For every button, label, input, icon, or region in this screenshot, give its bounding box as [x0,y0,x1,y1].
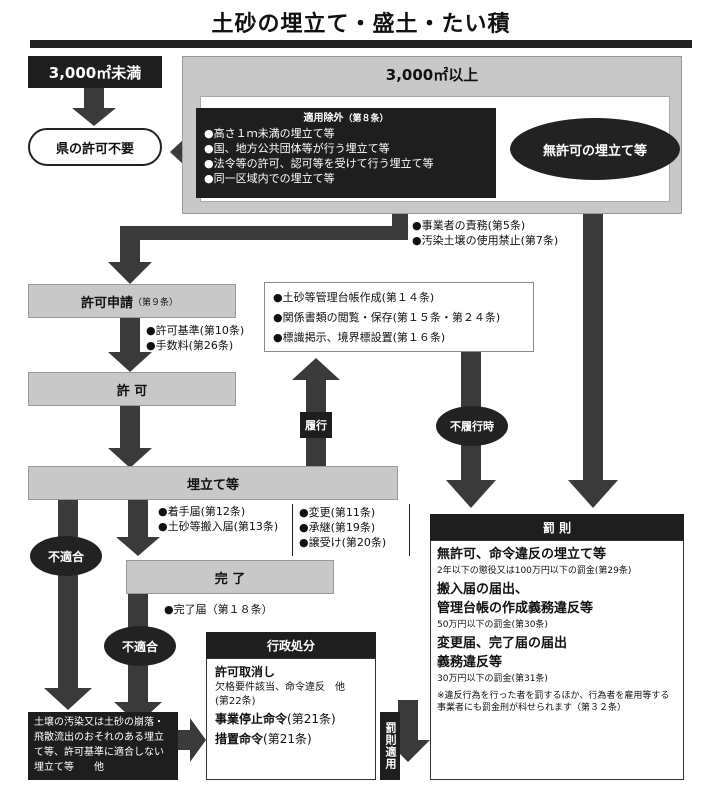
change-note: ●譲受け(第20条) [299,536,387,549]
exemption-item: ●国、地方公共団体等が行う埋立て等 [204,142,390,155]
application-ref: （第９条） [133,297,179,308]
application-note: ●許可基準(第10条) [146,324,245,337]
admin-measure-ref: (第21条) [263,732,312,746]
reclamation-box: 埋立て等 [28,466,398,500]
penalty-1-note: 2年以下の懲役又は100万円以下の罰金(第29条) [437,566,632,576]
exemption-item: ●法令等の許可、認可等を受けて行う埋立て等 [204,157,434,170]
obligation-item: ●関係書類の閲覧・保存(第１５条・第２４条) [273,311,501,324]
arrow-poll-to-admin [178,718,206,762]
exemptions-heading-ref: （第８条） [343,114,389,124]
change-note: ●変更(第11条) [299,506,376,519]
obligation-item: ●土砂等管理台帳作成(第１４条) [273,291,435,304]
change-note: ●承継(第19条) [299,521,376,534]
page-title: 土砂の埋立て・盛土・たい積 [211,12,511,37]
change-notes-box: ●変更(第11条) ●承継(第19条) ●譲受け(第20条) [292,504,410,556]
penalties-header: 罰 則 [430,514,684,540]
permit-box: 許 可 [28,372,236,406]
exemptions-heading-text: 適用除外 [303,113,344,124]
admin-revoke: 許可取消し [215,665,276,679]
pollution-box: 土壌の汚染又は土砂の崩落・飛散流出のおそれのある埋立て等、許可基準に適合しない埋… [28,712,178,780]
title-rule [30,40,692,48]
arrow-recl-to-comp [116,500,160,556]
penalty-3-title-a: 変更届、完了届の届出 [437,636,568,651]
admin-header: 行政処分 [206,632,376,658]
penalty-footnote: ※違反行為を行った者を罰するほか、行為者を雇用等する事業者にも罰金刑が科せられま… [437,691,670,713]
admin-revoke-ref: (第22条) [215,696,256,707]
arrow-unlicensed [568,180,618,508]
nonconform-badge-right: 不適合 [104,626,176,666]
application-box: 許可申請 （第９条） [28,284,236,318]
penalty-3-title-b: 義務違反等 [437,655,503,670]
start-note: ●土砂等搬入届(第13条) [158,520,279,533]
exemption-item: ●高さ１ｍ未満の埋立て等 [204,127,335,140]
fulfill-label: 履行 [300,412,332,438]
admin-measure-line: 措置命令(第21条) [215,729,367,749]
exemptions-box: 適用除外（第８条） ●高さ１ｍ未満の埋立て等 ●国、地方公共団体等が行う埋立て等… [196,108,496,198]
duty-note: ●汚染土壌の使用禁止(第7条) [412,234,559,247]
nonfulfill-badge: 不履行時 [436,406,508,446]
application-note: ●手数料(第26条) [146,339,234,352]
arrow-permit-to-recl [108,405,152,468]
admin-measure: 措置命令 [215,732,264,746]
penalty-2-title-a: 搬入届の届出、 [437,582,529,597]
admin-stop-ref: (第21条) [287,712,336,726]
exemptions-heading: 適用除外（第８条） [204,112,488,126]
admin-box: 許可取消し 欠格要件該当、命令違反 他 (第22条) 事業停止命令(第21条) … [206,658,376,780]
arrow-app-to-permit [108,318,152,372]
penalty-2-note: 50万円以下の罰金(第30条) [437,620,548,630]
arrow-nonconform-left [44,500,92,710]
obligations-box: ●土砂等管理台帳作成(第１４条) ●関係書類の閲覧・保存(第１５条・第２４条) … [264,282,534,352]
arrow-under-to-noperm [72,88,116,126]
unlicensed-badge: 無許可の埋立て等 [510,118,680,180]
admin-stop: 事業停止命令 [215,712,288,726]
nonconform-badge-left: 不適合 [30,536,102,576]
exemption-item: ●同一区域内での埋立て等 [204,172,335,185]
penalties-box: 無許可、命令違反の埋立て等 2年以下の懲役又は100万円以下の罰金(第29条) … [430,540,684,780]
over-3000-label: 3,000㎡以上 [385,65,479,84]
no-permit-needed-box: 県の許可不要 [28,128,162,166]
under-3000-box: 3,000㎡未満 [28,56,162,88]
penalty-2-title-b: 管理台帳の作成義務違反等 [437,601,594,616]
start-note: ●着手届(第12条) [158,505,246,518]
penalty-1-title: 無許可、命令違反の埋立て等 [437,547,607,562]
penalty-3-note: 30万円以下の罰金(第31条) [437,674,548,684]
arrow-top-to-application [108,213,408,284]
duty-note: ●事業者の責務(第5条) [412,219,526,232]
completion-box: 完 了 [126,560,334,594]
admin-stop-line: 事業停止命令(第21条) [215,709,367,729]
completion-note: ●完了届（第１８条） [164,603,273,616]
penalty-apply-label: 罰則適用 [380,712,400,780]
application-label: 許可申請 [81,295,134,311]
obligation-item: ●標識掲示、境界標設置(第１６条) [273,331,446,344]
admin-revoke-sub: 欠格要件該当、命令違反 他 [215,682,345,693]
